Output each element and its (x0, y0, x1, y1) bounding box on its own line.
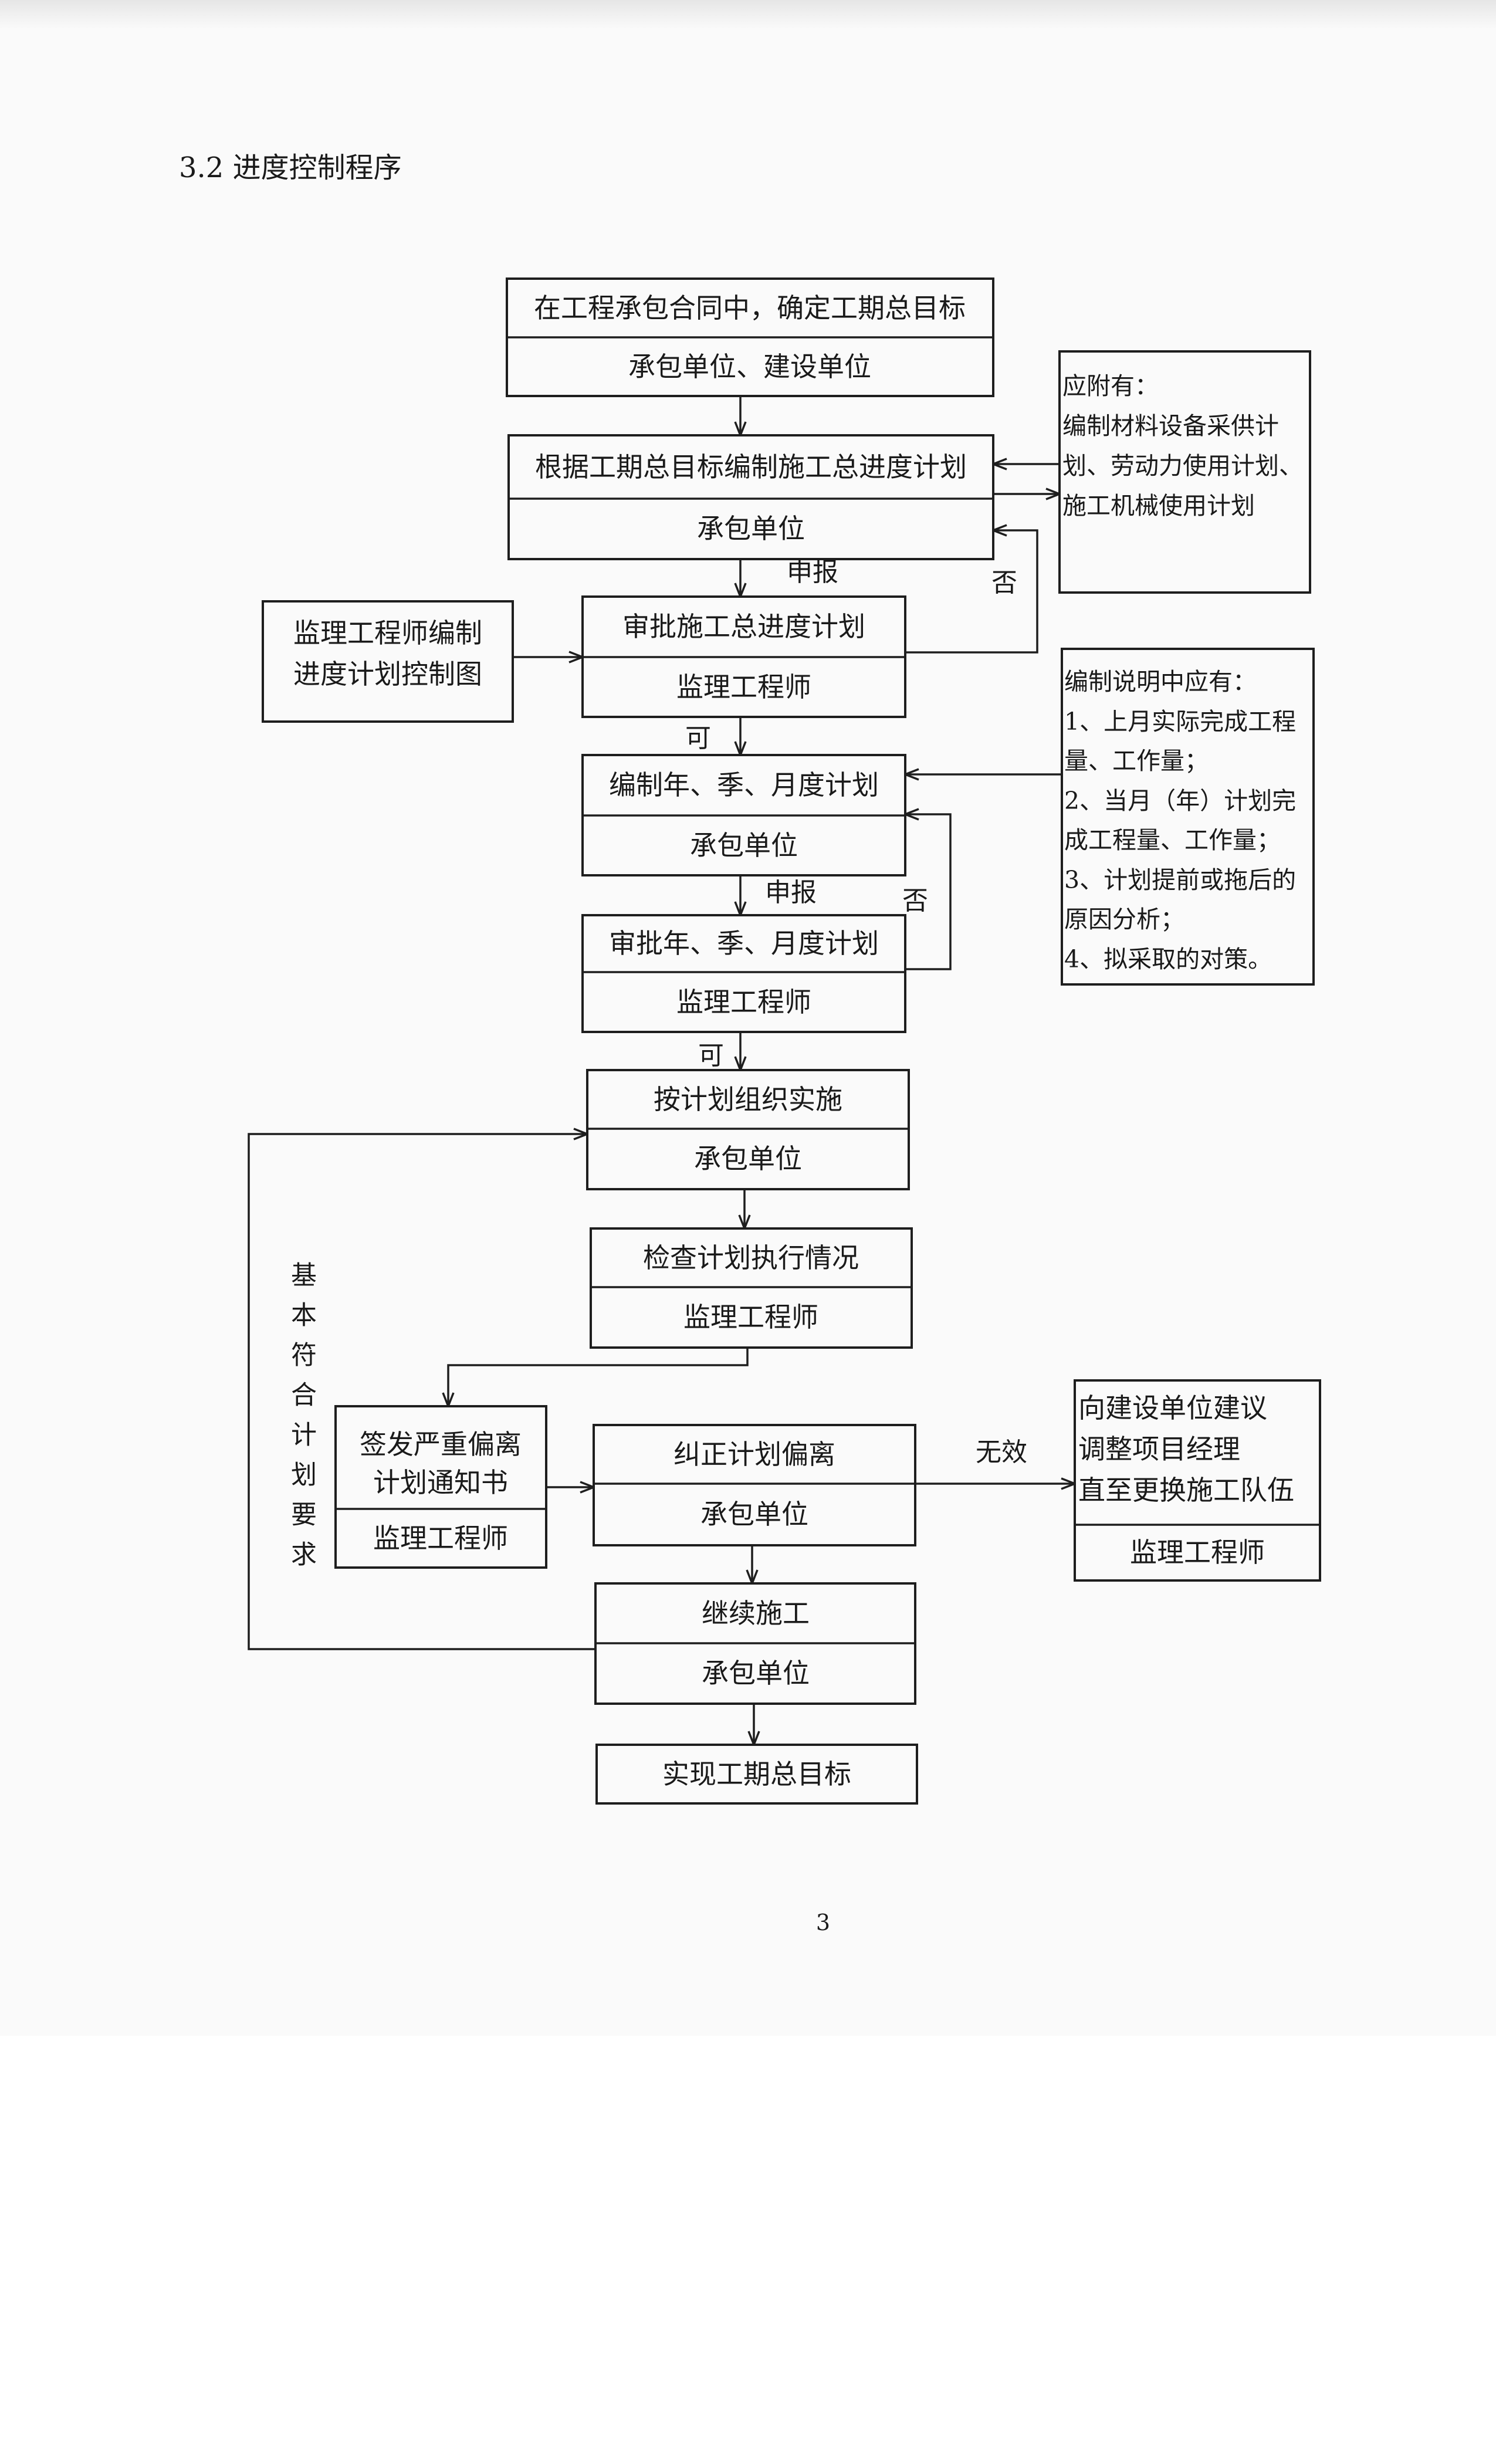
edge-labels: 申报 否 可 申报 否 可 无效 (685, 557, 1027, 1467)
step-party: 承包单位 (697, 513, 805, 544)
label-approve-periodic: 可 (698, 1041, 724, 1071)
step-approve-master-schedule: 审批施工总进度计划 监理工程师 (581, 595, 906, 718)
step-party: 承包单位 (702, 1657, 810, 1689)
label-reject-master: 否 (991, 568, 1017, 598)
note-line: 原因分析； (1064, 905, 1184, 933)
step-prepare-master-schedule: 根据工期总目标编制施工总进度计划 承包单位 (507, 434, 994, 560)
step-action-line: 调整项目经理 (1078, 1433, 1240, 1465)
step-action: 根据工期总目标编制施工总进度计划 (535, 451, 967, 483)
note-line: 编制说明中应有： (1064, 668, 1257, 696)
label-approve-master: 可 (685, 723, 711, 753)
note-line: 编制材料设备采供计 (1062, 412, 1279, 440)
section-heading: 3.2 进度控制程序 (179, 151, 402, 184)
connectors (248, 396, 1075, 1745)
note-line: 应附有： (1062, 372, 1159, 400)
step-party: 承包单位 (700, 1498, 808, 1530)
note-attachments: 应附有： 编制材料设备采供计 划、劳动力使用计划、 施工机械使用计划 (1058, 350, 1311, 594)
step-action: 检查计划执行情况 (643, 1242, 859, 1274)
step-box (507, 434, 994, 560)
scan-page-area (0, 0, 1496, 2036)
step-action: 审批年、季、月度计划 (609, 928, 879, 959)
label-submit-master: 申报 (787, 557, 838, 587)
note-line: 成工程量、工作量； (1064, 826, 1281, 854)
note-explanation-contents: 编制说明中应有： 1、上月实际完成工程 量、工作量； 2、当月（年）计划完 成工… (1061, 648, 1315, 986)
step-action: 实现工期总目标 (662, 1758, 851, 1790)
step-issue-deviation-notice: 签发严重偏离 计划通知书 监理工程师 (334, 1405, 547, 1569)
step-party: 监理工程师 (676, 671, 811, 703)
note-box (1061, 648, 1315, 986)
scan-top-band (0, 0, 1496, 29)
page-number: 3 (816, 1910, 830, 1935)
arrow-master-reject-loop (905, 530, 1038, 654)
step-implement-plan: 按计划组织实施 承包单位 (586, 1069, 910, 1190)
note-line: 4、拟采取的对策。 (1064, 945, 1272, 973)
note-line: 划、劳动力使用计划、 (1062, 452, 1303, 480)
arrow-periodic-reject-loop (905, 814, 952, 970)
note-line: 3、计划提前或拖后的 (1064, 866, 1296, 894)
step-party: 监理工程师 (683, 1301, 818, 1333)
label-meets-plan: 基本符合计划要求 (286, 1261, 316, 1580)
box-supervisor-control-chart: 监理工程师编制 进度计划控制图 (262, 600, 514, 723)
step-define-duration-target: 在工程承包合同中，确定工期总目标 承包单位、建设单位 (506, 277, 994, 397)
note-line: 2、当月（年）计划完 (1064, 787, 1296, 815)
step-action: 在工程承包合同中，确定工期总目标 (534, 292, 966, 324)
step-action-line: 监理工程师编制 (293, 617, 482, 649)
note-line: 量、工作量； (1064, 747, 1209, 775)
step-action: 纠正计划偏离 (673, 1439, 835, 1470)
step-action: 审批施工总进度计划 (622, 611, 865, 642)
step-action-line: 直至更换施工队伍 (1078, 1474, 1294, 1506)
step-action-line: 进度计划控制图 (293, 658, 482, 690)
step-action-line: 向建设单位建议 (1078, 1392, 1267, 1424)
label-reject-periodic: 否 (902, 886, 928, 916)
label-ineffective: 无效 (976, 1437, 1027, 1467)
arrow-inspect-to-notice (448, 1348, 749, 1406)
note-line: 1、上月实际完成工程 (1064, 708, 1296, 736)
step-approve-periodic-plans: 审批年、季、月度计划 监理工程师 (581, 914, 906, 1033)
step-action-line: 签发严重偏离 (360, 1429, 522, 1460)
arrow-continue-loop-to-implement (248, 1134, 595, 1650)
step-party: 监理工程师 (676, 986, 811, 1018)
note-line: 施工机械使用计划 (1062, 492, 1255, 520)
step-box (262, 600, 514, 723)
step-party: 承包单位 (694, 1143, 802, 1175)
step-action: 继续施工 (702, 1597, 810, 1629)
step-correct-deviation: 纠正计划偏离 承包单位 (593, 1424, 916, 1546)
step-inspect-execution: 检查计划执行情况 监理工程师 (590, 1227, 913, 1349)
step-party: 承包单位、建设单位 (628, 351, 871, 383)
label-submit-periodic: 申报 (765, 878, 817, 908)
note-box (1058, 350, 1311, 594)
step-action-line: 计划通知书 (373, 1467, 508, 1498)
step-party: 监理工程师 (373, 1522, 508, 1554)
step-party: 监理工程师 (1130, 1536, 1265, 1568)
step-action: 按计划组织实施 (654, 1084, 842, 1115)
step-party: 承包单位 (690, 830, 798, 861)
step-escalate-to-owner: 向建设单位建议 调整项目经理 直至更换施工队伍 监理工程师 (1074, 1379, 1321, 1582)
step-action: 编制年、季、月度计划 (609, 769, 879, 801)
